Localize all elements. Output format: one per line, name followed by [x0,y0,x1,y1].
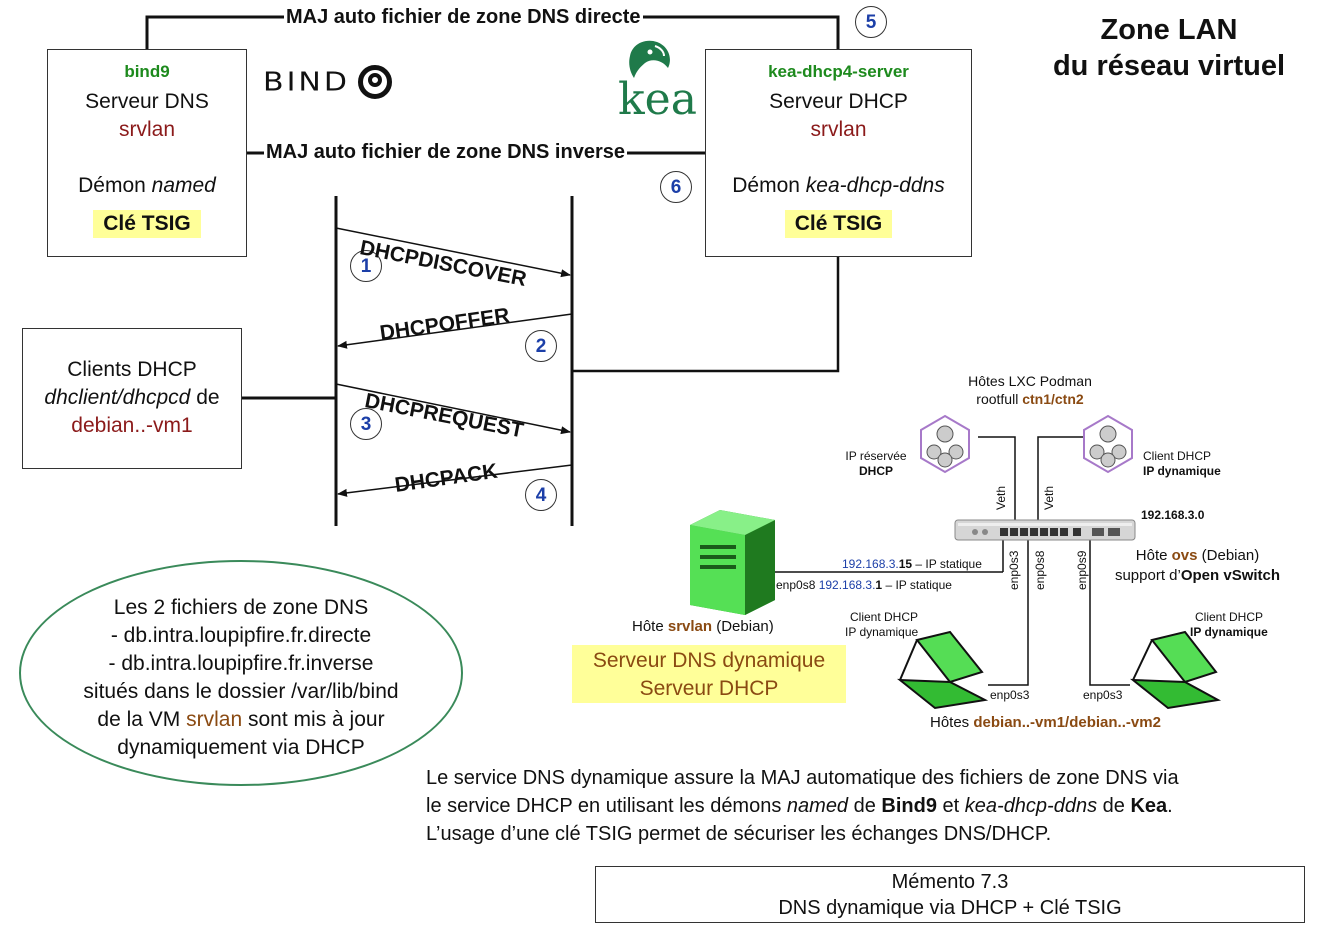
if-enp0s8-label: enp0s8 [1033,550,1047,590]
kea-server-box: kea-dhcp4-server Serveur DHCP srvlan Dém… [705,49,972,257]
switch-ip-label: 192.168.3.15 – IP statique [842,557,982,571]
if-enp0s3-label: enp0s3 [1007,550,1021,590]
vm1-link [988,540,1029,686]
srvlan-ip-label: enp0s8 192.168.3.1 – IP statique [776,578,952,592]
if-enp0s9-label: enp0s9 [1075,550,1089,590]
step-6-badge: 6 [660,171,692,203]
arrow-offer [337,313,573,349]
veth2-label: Veth [1042,485,1056,510]
bind9-name: bind9 [124,62,170,81]
zone-note-line: situés dans le dossier /var/lib/bind [83,680,399,703]
zone-note-line: - db.intra.loupipfire.fr.inverse [108,652,374,675]
vm2-if-label: enp0s3 [1083,688,1123,702]
description-line: le service DHCP en utilisant les démons … [426,795,1173,817]
zone-note-line: Les 2 fichiers de zone DNS [113,596,369,619]
server-tower-icon [690,510,775,615]
vm1-dynamic-ip-label: Client DHCP IP dynamique [845,610,919,639]
step-1-badge: 1 [350,250,382,282]
ctn-dynamic-ip-label: Client DHCP IP dynamique [1143,449,1221,478]
memento-subtitle: DNS dynamique via DHCP + Clé TSIG [778,897,1122,919]
container-icon [1083,414,1133,474]
vm1-if-label: enp0s3 [990,688,1030,702]
bind9-role: Serveur DNS [85,90,209,113]
memento-box: Mémento 7.3 DNS dynamique via DHCP + Clé… [595,866,1305,923]
kea-bus-link [572,256,840,373]
bind9-tsig-key: Clé TSIG [48,210,246,238]
ovs-switch-icon [954,519,1136,541]
clients-title: Clients DHCP [67,358,197,381]
bind9-server-box: bind9 Serveur DNS srvlan Démon named Clé… [47,49,247,257]
subnet-label: 192.168.3.0 [1141,508,1205,522]
srvlan-roles-badge: Serveur DNS dynamique Serveur DHCP [572,645,846,703]
arrow-discover [335,227,571,278]
step-5-badge: 5 [855,6,887,38]
description-line: L’usage d’une clé TSIG permet de sécuris… [426,823,1052,845]
step-3-badge: 3 [350,408,382,440]
description-line: Le service DNS dynamique assure la MAJ a… [426,767,1179,789]
kea-host: srvlan [810,118,867,141]
dhcp-clients-box: Clients DHCP dhclient/dhcpcd de debian..… [22,328,242,469]
title-line2: du réseau virtuel [1052,50,1286,82]
vm2-link [1089,540,1130,686]
bind9-daemon: Démon named [78,174,216,197]
srvlan-host-label: Hôte srvlan (Debian) [632,618,774,635]
title-line1: Zone LAN [1100,14,1238,46]
bind-logo: BIND [263,62,392,102]
dns-direct-link-label: MAJ auto fichier de zone DNS directe [284,6,643,29]
kea-name: kea-dhcp4-server [768,62,909,81]
bind-nine-icon [357,65,392,99]
kea-logo: kea [618,74,697,125]
zone-files-note: Les 2 fichiers de zone DNS - db.intra.lo… [19,560,463,786]
laptop-hosts-label: Hôtes debian..-vm1/debian..-vm2 [930,714,1161,731]
step-2-badge: 2 [525,330,557,362]
kea-parrot-icon [629,40,670,78]
description-text: Le service DNS dynamique assure la MAJ a… [426,764,1311,848]
kea-tsig-key: Clé TSIG [706,210,971,238]
clients-software: dhclient/dhcpcd de [44,386,220,409]
zone-title: Zone LAN du réseau virtuel [1040,12,1298,84]
laptop-icon [896,630,989,710]
reserved-ip-label: IP réservée DHCP [845,449,907,478]
ovs-host-label: Hôte ovs (Debian) support d’Open vSwitch [1114,547,1281,584]
kea-role: Serveur DHCP [769,90,908,113]
step-4-badge: 4 [525,479,557,511]
arrow-request [335,383,571,435]
veth1-label: Veth [994,485,1008,510]
zone-note-line: de la VM srvlan sont mis à jour [97,708,385,731]
dns-inverse-link-label: MAJ auto fichier de zone DNS inverse [264,141,627,164]
clients-host: debian..-vm1 [71,414,193,437]
container-icon [920,414,970,474]
veth2-link [1037,436,1084,522]
bind9-host: srvlan [118,118,176,141]
kea-daemon: Démon kea-dhcp-ddns [732,174,945,197]
bind-logo-text: BIND [263,67,350,97]
zone-note-line: dynamiquement via DHCP [117,736,365,759]
arrow-ack [337,464,573,497]
laptop-icon [1130,630,1222,710]
zone-note-line: - db.intra.loupipfire.fr.directe [110,624,372,647]
lxc-hosts-label: Hôtes LXC Podman rootfull ctn1/ctn2 [968,373,1092,407]
memento-title: Mémento 7.3 [891,871,1009,893]
vm2-dynamic-ip-label: Client DHCP IP dynamique [1190,610,1268,639]
veth1-link [978,436,1016,522]
